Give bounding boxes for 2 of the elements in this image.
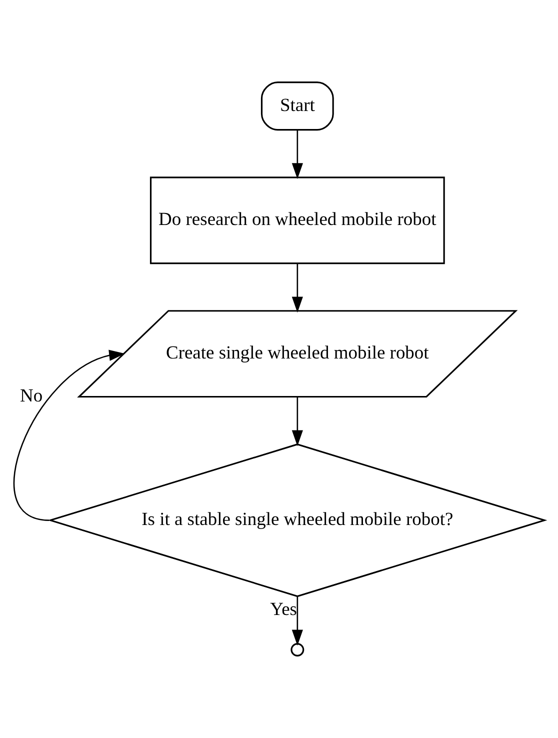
edge-label: No <box>20 386 43 406</box>
edge-label: Yes <box>270 598 297 619</box>
